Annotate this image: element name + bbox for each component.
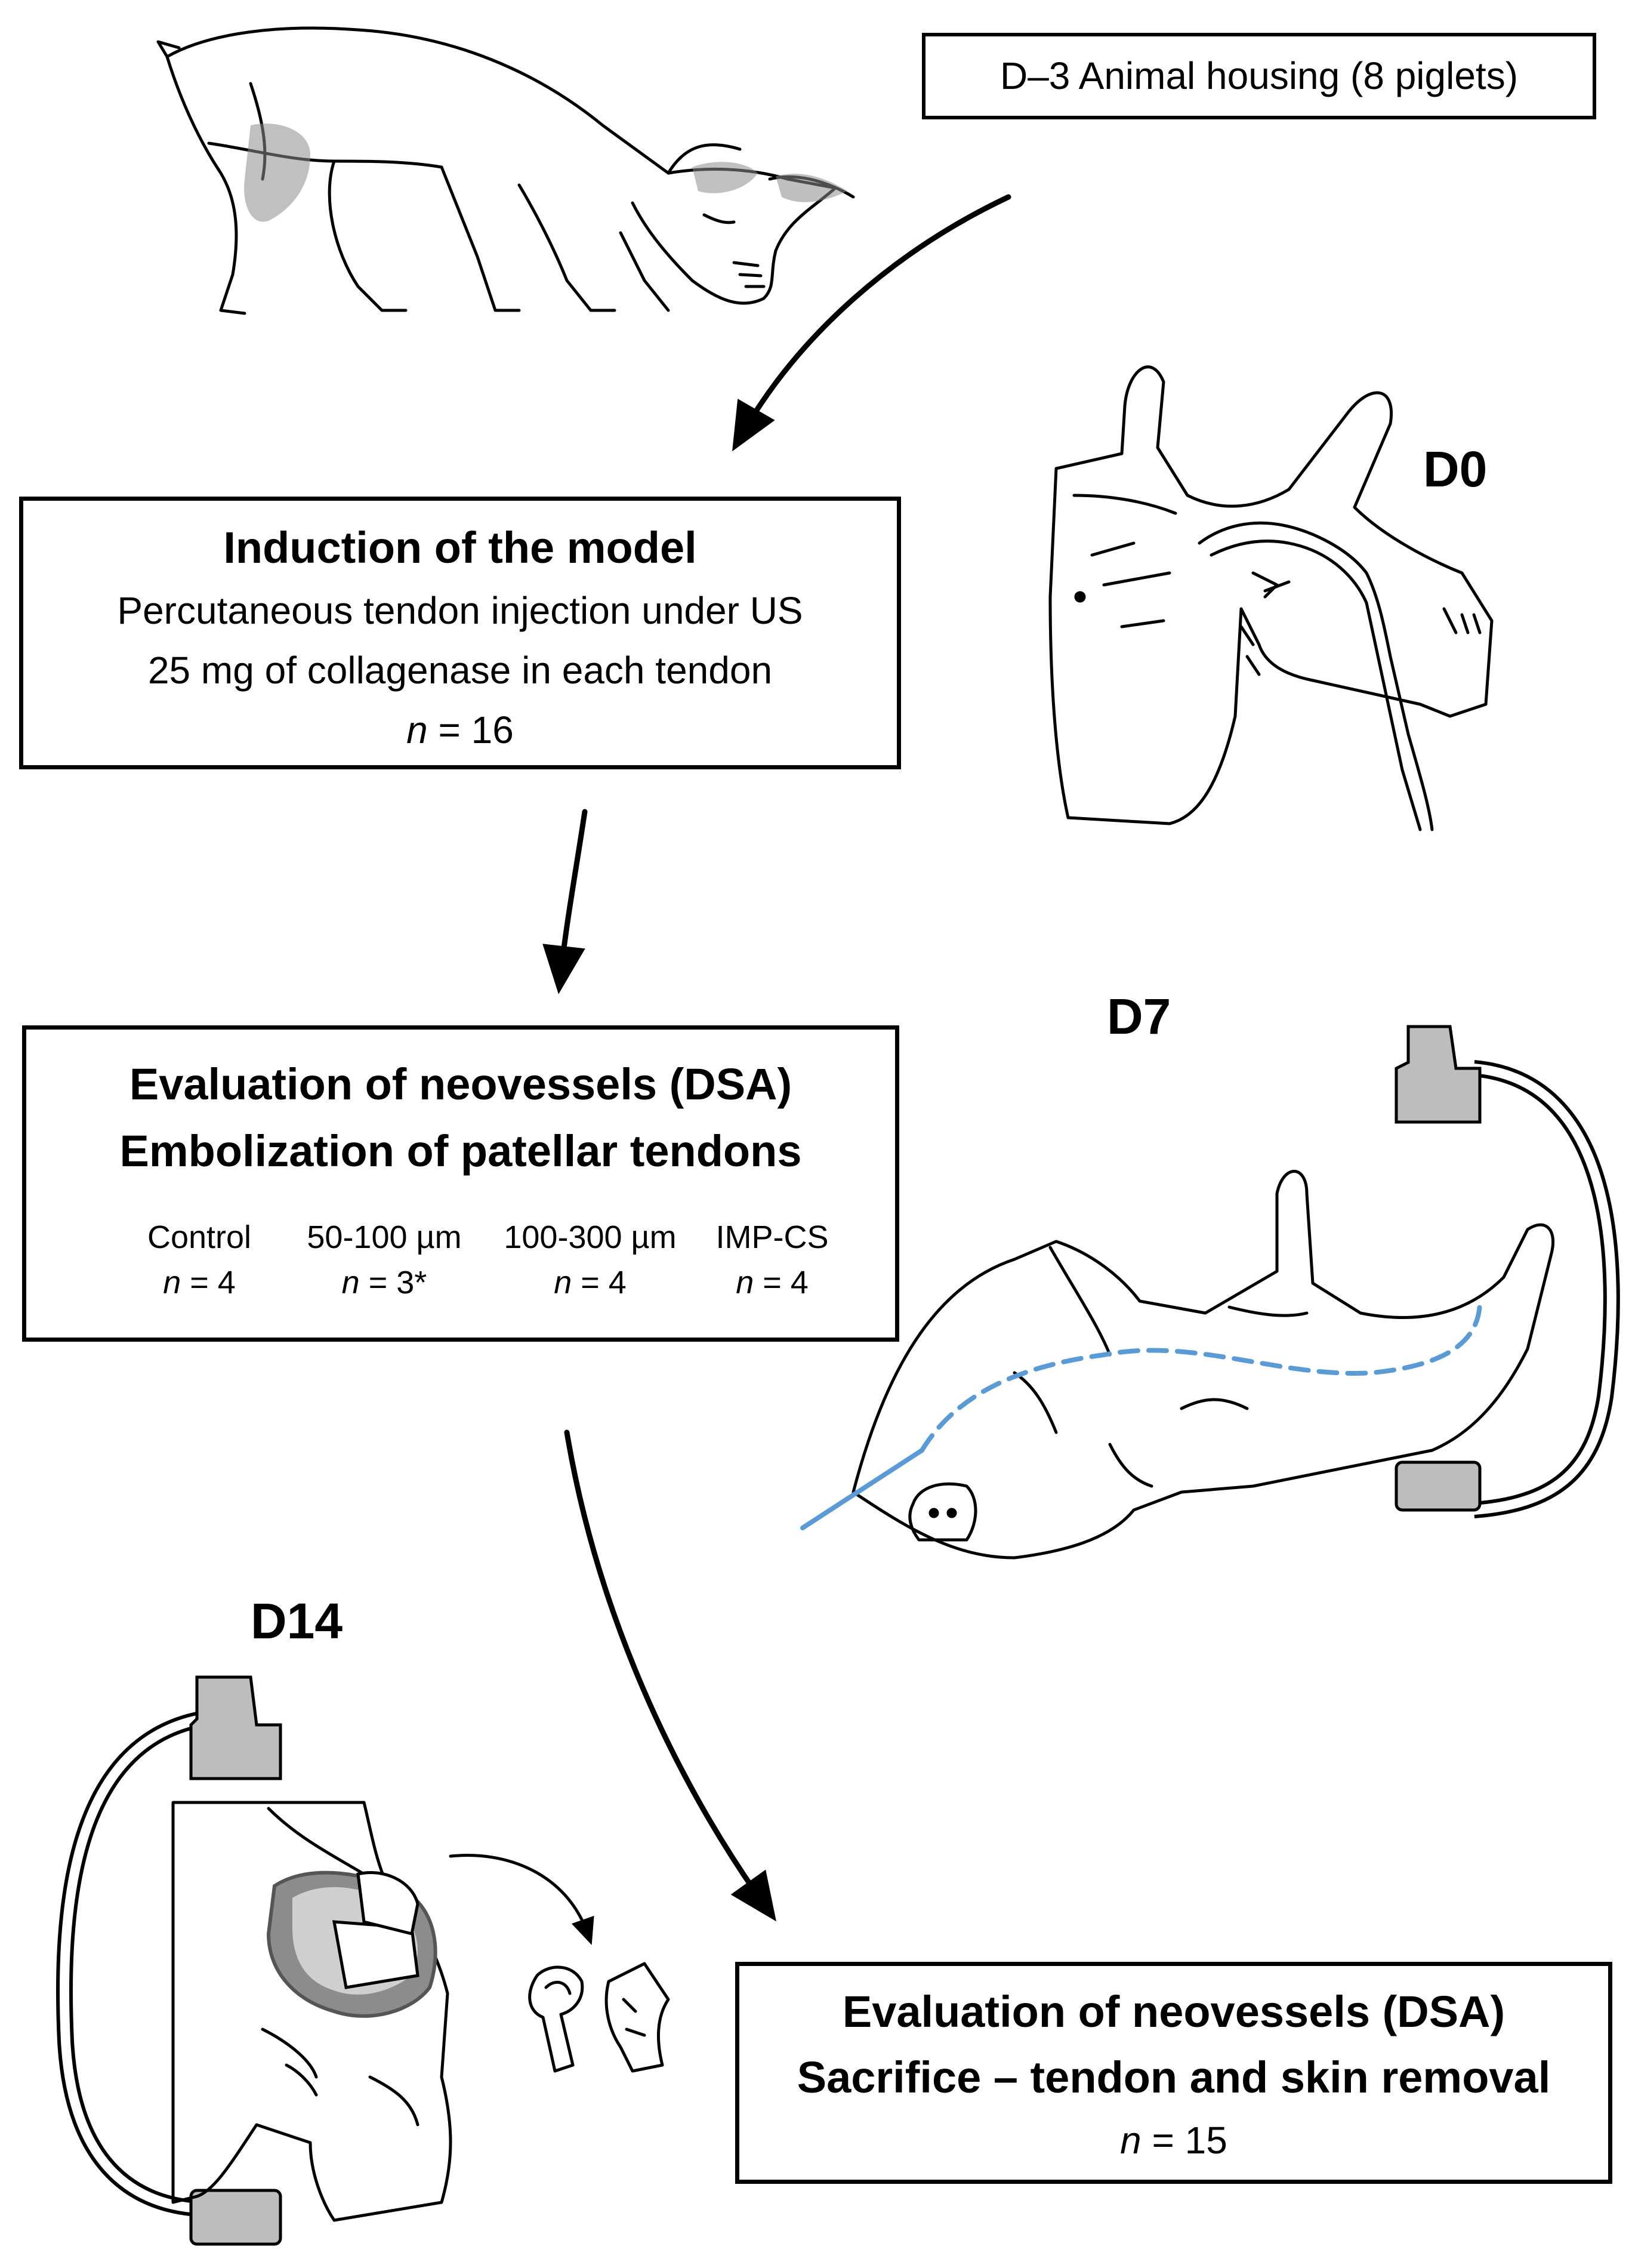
housing-label-box: D–3 Animal housing (8 piglets) (922, 33, 1596, 119)
sacrifice-title-line1: Evaluation of neovessels (DSA) (842, 1987, 1505, 2036)
group-100-300um: 100-300 µm n = 4 (489, 1215, 692, 1305)
arrow-housing-to-induction (732, 194, 1011, 452)
group-name: Control (147, 1219, 252, 1255)
group-control: Control n = 4 (98, 1215, 301, 1305)
induction-dose: 25 mg of collagenase in each tendon (147, 649, 773, 692)
sacrifice-sample-size: n = 15 (1120, 2119, 1227, 2162)
arrow-tissue-removal (449, 1854, 594, 1945)
embolization-step-box: Evaluation of neovessels (DSA) Embolizat… (22, 1025, 899, 1342)
group-50-100um: 50-100 µm n = 3* (283, 1215, 486, 1305)
group-name: 50-100 µm (307, 1219, 462, 1255)
d7-vessel-path (920, 1299, 1482, 1453)
group-n: n = 4 (554, 1265, 627, 1301)
d7-c-arm (1395, 1025, 1620, 1518)
d14-c-arm (56, 1675, 282, 2246)
sacrifice-step-box: Evaluation of neovessels (DSA) Sacrifice… (735, 1962, 1612, 2184)
flow-arrows (542, 194, 1011, 1922)
group-imp-cs: IMP-CS n = 4 (683, 1215, 862, 1305)
d0-injection-illustration (1048, 365, 1494, 831)
arrow-induction-to-embolization (542, 809, 588, 994)
d7-catheter (800, 1448, 924, 1530)
group-n: n = 4 (736, 1265, 809, 1301)
d14-animal-illustration (171, 1801, 452, 2222)
group-n: n = 4 (163, 1265, 236, 1301)
d7-angiography-illustration (852, 1170, 1555, 1560)
embolization-title-line2: Embolization of patellar tendons (119, 1126, 802, 1176)
embolization-title-line1: Evaluation of neovessels (DSA) (129, 1059, 792, 1109)
day-label-d14: D14 (251, 1593, 343, 1649)
pig-shading (244, 124, 847, 222)
induction-title: Induction of the model (223, 523, 697, 572)
induction-step-box: Induction of the model Percutaneous tend… (19, 497, 901, 769)
day-label-d0: D0 (1423, 441, 1488, 497)
arrow-embolization-to-sacrifice (564, 1429, 776, 1922)
housing-label: D–3 Animal housing (8 piglets) (999, 54, 1519, 97)
group-n: n = 3* (341, 1265, 427, 1301)
induction-sample-size: n = 16 (406, 708, 514, 751)
group-name: 100-300 µm (504, 1219, 677, 1255)
group-name: IMP-CS (715, 1219, 829, 1255)
excised-tissue-illustration (528, 1962, 670, 2073)
day-label-d7: D7 (1107, 988, 1171, 1044)
induction-method: Percutaneous tendon injection under US (117, 589, 803, 632)
sacrifice-title-line2: Sacrifice – tendon and skin removal (797, 2053, 1551, 2102)
d14-tendon-region (266, 1871, 437, 2018)
